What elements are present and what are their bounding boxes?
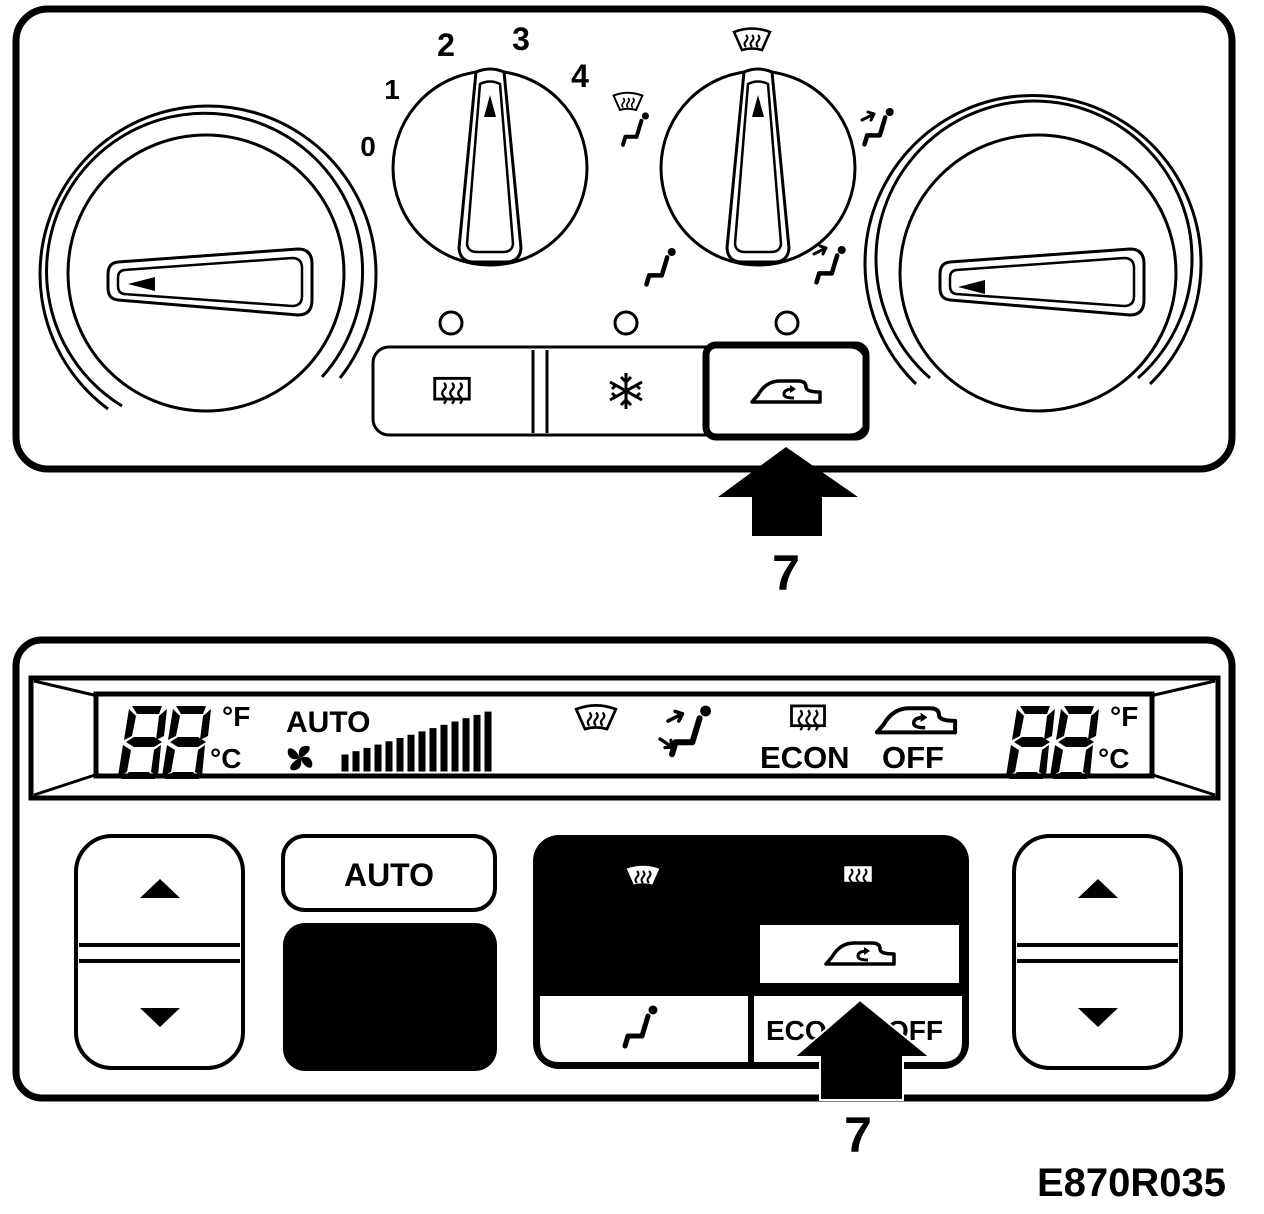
- fan-bar: [407, 734, 415, 772]
- fan-scale-3: 3: [512, 21, 530, 57]
- fan-bar: [396, 738, 404, 772]
- recirculation-mode-button[interactable]: [760, 925, 959, 983]
- fan-bar: [341, 754, 349, 772]
- down-arrow-icon: [1078, 1008, 1118, 1027]
- display-econ-label: ECON: [760, 740, 850, 775]
- fan-scale-0: 0: [360, 131, 376, 162]
- right-unit-celsius: °C: [1098, 743, 1129, 774]
- fan-icon: [287, 745, 313, 771]
- off-button[interactable]: [283, 923, 497, 1071]
- display-rear-defrost-icon: [790, 704, 826, 732]
- air-conditioning-button[interactable]: [609, 373, 643, 409]
- svg-text:88: 88: [0, 0, 2, 1]
- callout-arrow-bottom: 7: [791, 998, 933, 1163]
- right-temp-down-button[interactable]: [1078, 1008, 1118, 1027]
- fan-scale: 0 1 2 3 4: [360, 21, 589, 162]
- right-temp-up-button[interactable]: [1078, 879, 1118, 898]
- rear-window-heater-button-icon: [841, 863, 875, 889]
- right-knob-pointer-icon: [958, 280, 985, 294]
- lcd-display: 88 °F °C AUTO ECON OFF: [0, 0, 1221, 801]
- fan-scale-1: 1: [384, 74, 400, 105]
- left-temperature-buttons: [74, 834, 245, 1070]
- right-temperature-knob[interactable]: [863, 93, 1203, 413]
- left-unit-celsius: °C: [210, 743, 241, 774]
- left-temp-up-button[interactable]: [140, 879, 180, 898]
- windscreen-defrost-button-icon: [623, 863, 663, 888]
- fan-scale-4: 4: [571, 58, 589, 94]
- mode-button-cluster: ECO OFF: [533, 835, 969, 1069]
- figure-code: E870R035: [1037, 1161, 1226, 1205]
- manual-button-bar: [371, 341, 870, 441]
- left-temp-down-button[interactable]: [140, 1008, 180, 1027]
- display-off-label: OFF: [882, 740, 944, 775]
- rear-defrost-button[interactable]: [433, 376, 471, 406]
- windscreen-icon: [732, 27, 772, 52]
- fan-bar: [462, 718, 470, 772]
- left-unit-fahrenheit: °F: [222, 701, 250, 732]
- floor-mode-button[interactable]: [540, 996, 748, 1062]
- manual-control-panel: 0 1 2 3 4: [12, 5, 1236, 473]
- ac-indicator: [613, 310, 639, 336]
- fan-speed-bar-graph: [341, 711, 492, 772]
- fan-bar: [440, 724, 448, 772]
- fan-bar: [484, 711, 492, 772]
- rear-defrost-indicator: [438, 310, 464, 336]
- down-arrow-icon: [140, 1008, 180, 1027]
- svg-text:88: 88: [0, 0, 2, 1]
- display-windscreen-icon: [574, 703, 618, 731]
- fan-bar: [451, 721, 459, 772]
- left-temperature-knob[interactable]: [38, 104, 378, 413]
- auto-button[interactable]: AUTO: [281, 834, 497, 912]
- fan-bar: [363, 747, 371, 772]
- fan-bar: [429, 728, 437, 772]
- callout-number-top: 7: [772, 545, 800, 601]
- callout-arrow-top: 7: [718, 447, 858, 601]
- fan-bar: [418, 731, 426, 772]
- fan-bar: [385, 741, 393, 772]
- fan-bar: [374, 744, 382, 772]
- recirculation-button[interactable]: [702, 341, 870, 441]
- air-distribution-knob[interactable]: [659, 67, 857, 267]
- callout-number-bottom: 7: [844, 1107, 872, 1163]
- right-unit-fahrenheit: °F: [1110, 701, 1138, 732]
- fan-speed-knob[interactable]: [391, 67, 589, 267]
- snowflake-icon: [609, 373, 643, 409]
- auto-button-label: AUTO: [344, 857, 434, 893]
- recirculation-indicator: [774, 310, 800, 336]
- up-arrow-icon: [140, 879, 180, 898]
- fan-bar: [473, 714, 481, 772]
- left-knob-pointer-icon: [128, 277, 155, 291]
- up-arrow-icon: [1078, 879, 1118, 898]
- fan-bar: [352, 751, 360, 772]
- right-temperature-buttons: [1012, 834, 1183, 1070]
- display-auto-label: AUTO: [286, 706, 370, 739]
- fan-scale-2: 2: [437, 27, 455, 63]
- rear-window-heater-icon: [433, 376, 471, 406]
